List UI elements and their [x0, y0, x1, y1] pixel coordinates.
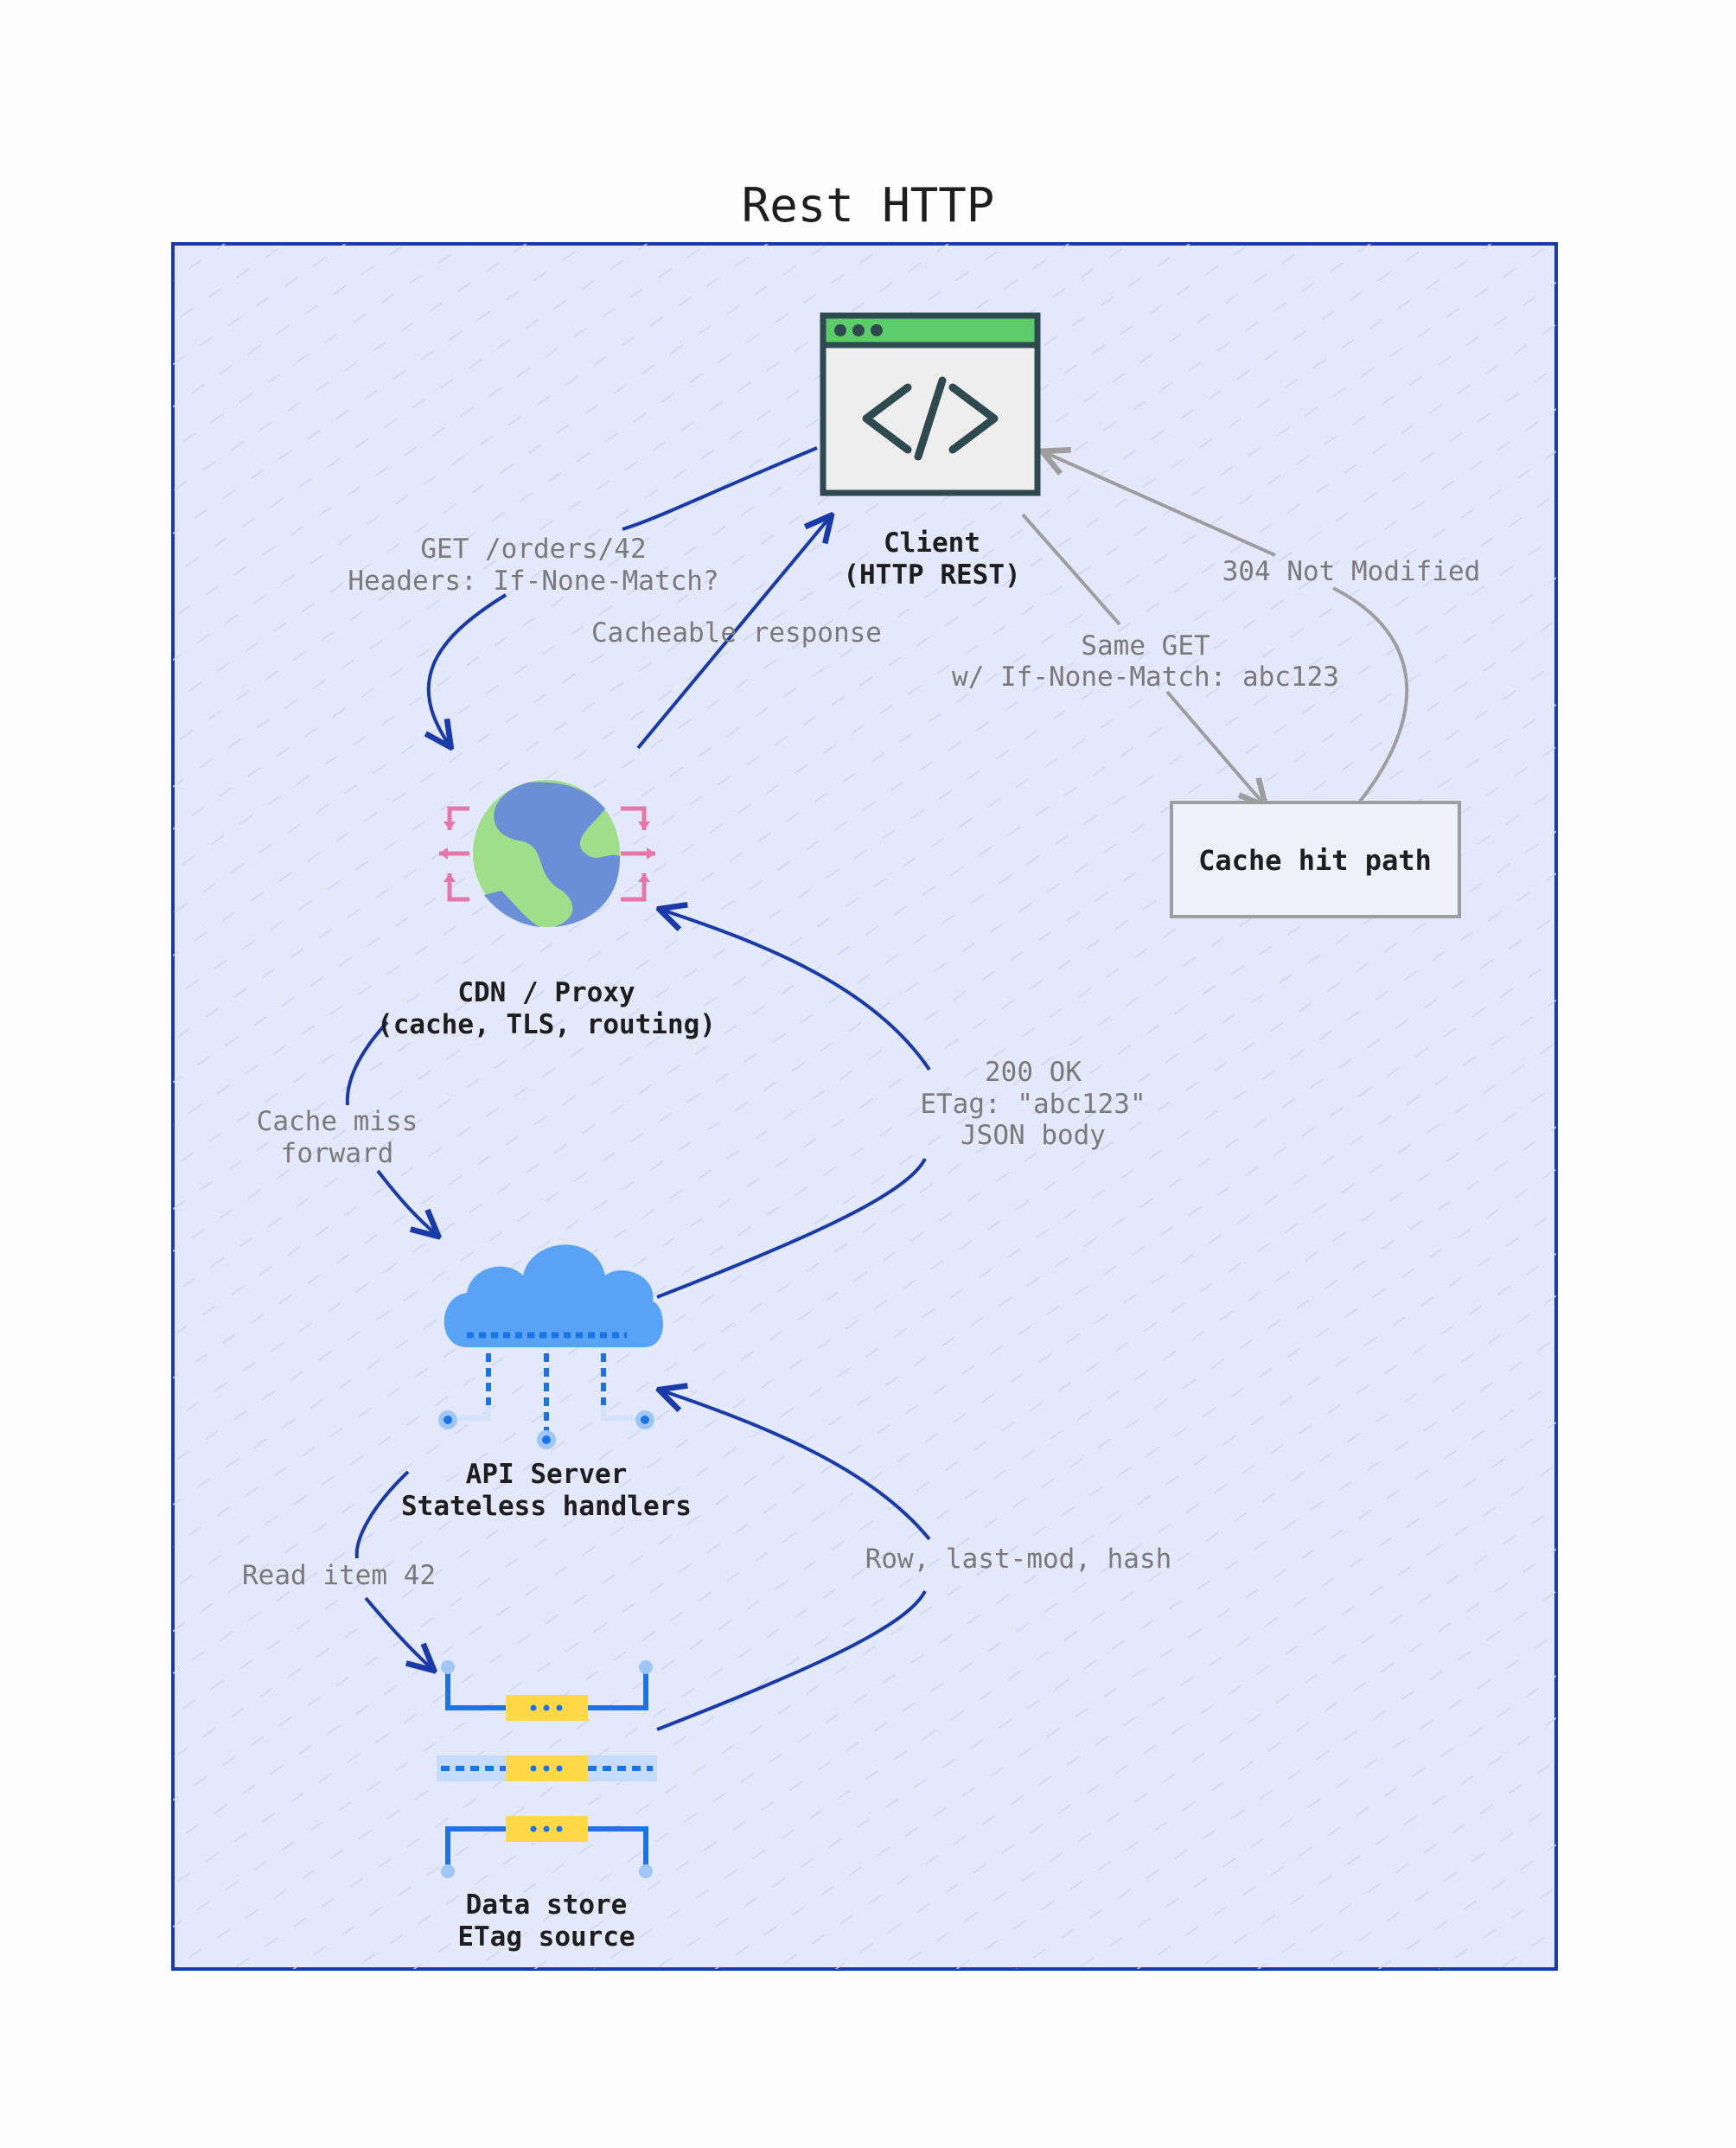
store-label-line1: Data store — [466, 1889, 628, 1921]
code-window-icon — [820, 312, 1041, 496]
cache-miss-label-line1: Cache miss — [257, 1106, 418, 1137]
diagram-title: Rest HTTP — [742, 178, 995, 233]
client-node: Client (HTTP REST) — [820, 312, 1041, 591]
store-node: Data store ETag source — [437, 1660, 657, 1953]
ok-label-line1: 200 OK — [985, 1057, 1082, 1088]
edge-read-item — [354, 1470, 432, 1669]
edge-cache-miss — [345, 1020, 437, 1235]
globe-network-icon — [439, 780, 655, 927]
cacheable-label: Cacheable response — [591, 617, 882, 649]
api-node: API Server Stateless handlers — [401, 1244, 692, 1522]
get-request-label-line2: Headers: If-None-Match? — [348, 566, 718, 597]
same-get-label-line2: w/ If-None-Match: abc123 — [952, 662, 1339, 693]
api-label-line2: Stateless handlers — [401, 1491, 692, 1522]
edge-get-request — [429, 446, 818, 745]
client-label-line1: Client — [884, 527, 980, 559]
database-rack-icon — [437, 1660, 657, 1878]
diagram-frame — [171, 242, 1558, 1971]
edge-same-get — [1021, 513, 1264, 804]
same-get-label-line1: Same GET — [1081, 630, 1209, 662]
edge-not-modified — [1044, 452, 1409, 804]
edge-cacheable-response — [636, 517, 830, 750]
row-meta-label: Row, last-mod, hash — [865, 1544, 1172, 1575]
read-item-label: Read item 42 — [242, 1560, 436, 1591]
store-label-line2: ETag source — [457, 1921, 635, 1953]
cdn-node: CDN / Proxy (cache, TLS, routing) — [377, 780, 716, 1040]
client-label-line2: (HTTP REST) — [843, 559, 1020, 591]
cdn-label-line2: (cache, TLS, routing) — [377, 1009, 716, 1040]
not-modified-label: 304 Not Modified — [1222, 556, 1481, 587]
ok-label-line3: JSON body — [961, 1120, 1106, 1151]
cache-hit-box: Cache hit path — [1170, 801, 1461, 918]
api-label-line1: API Server — [466, 1459, 628, 1490]
cache-hit-label: Cache hit path — [1198, 844, 1432, 877]
get-request-label-line1: GET /orders/42 — [420, 534, 646, 565]
edge-200-ok — [657, 910, 931, 1299]
edge-row-meta — [657, 1390, 931, 1731]
cloud-server-icon — [438, 1244, 663, 1449]
ok-label-line2: ETag: "abc123" — [920, 1089, 1146, 1120]
cache-miss-label-line2: forward — [281, 1138, 394, 1169]
cdn-label-line1: CDN / Proxy — [457, 977, 635, 1008]
